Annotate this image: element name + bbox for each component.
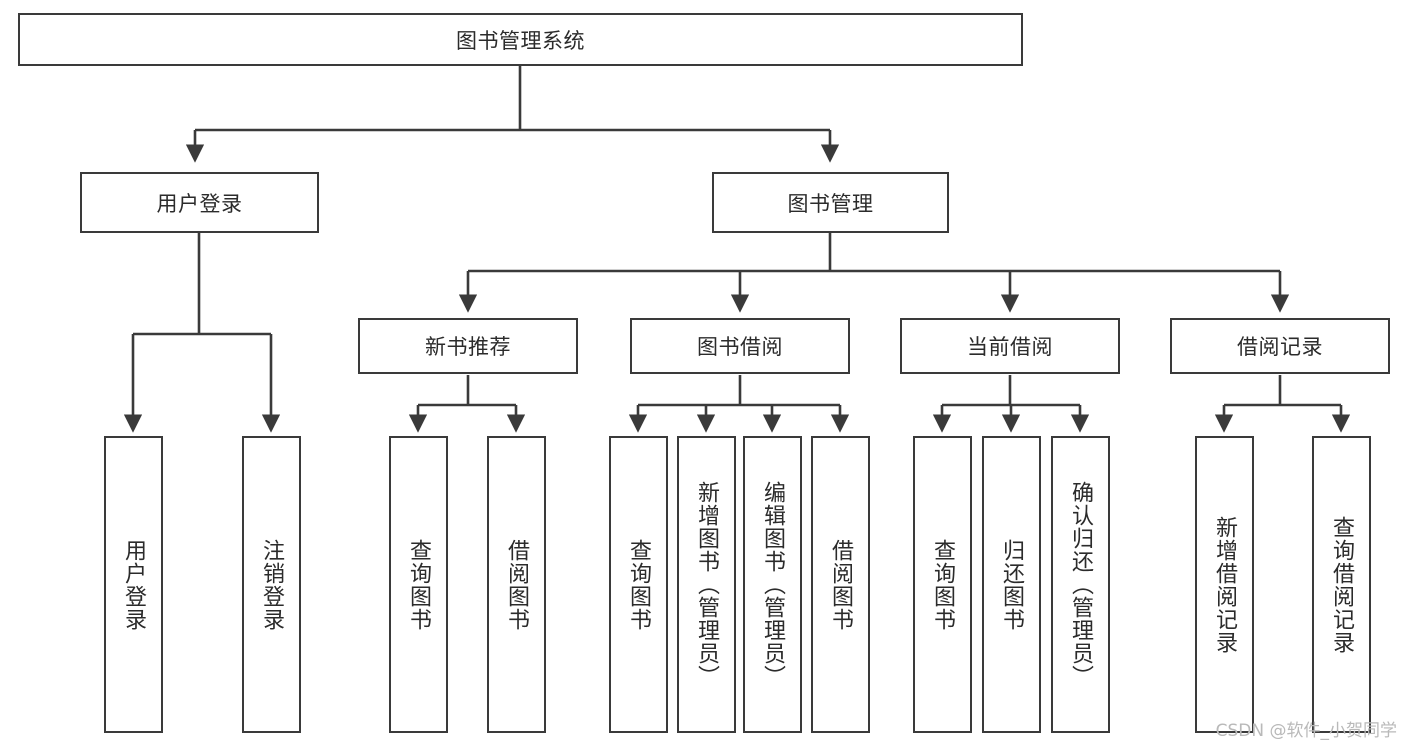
node-root-system[interactable]: 图书管理系统 [18,13,1023,66]
leaf-return-book[interactable]: 归还图书 [982,436,1041,733]
node-label: 新书推荐 [425,335,511,359]
leaf-user-logout[interactable]: 注销登录 [242,436,301,733]
leaf-query-book-borrow[interactable]: 查询图书 [609,436,668,733]
node-label: 借阅图书 [828,538,854,631]
node-label: 图书管理系统 [456,28,585,53]
node-user-login[interactable]: 用户登录 [80,172,319,233]
node-label: 归还图书 [999,538,1025,631]
watermark: CSDN @软件_小贺同学 [1215,721,1397,741]
leaf-edit-book-admin[interactable]: 编辑图书（管理员） [743,436,802,733]
node-book-borrow[interactable]: 图书借阅 [630,318,850,374]
node-label: 新增图书（管理员） [694,481,720,688]
node-label: 新增借阅记录 [1212,515,1238,654]
node-book-management[interactable]: 图书管理 [712,172,949,233]
leaf-user-login[interactable]: 用户登录 [104,436,163,733]
leaf-confirm-return-admin[interactable]: 确认归还（管理员） [1051,436,1110,733]
node-label: 当前借阅 [967,335,1053,359]
leaf-add-book-admin[interactable]: 新增图书（管理员） [677,436,736,733]
node-label: 查询图书 [930,538,956,631]
node-label: 图书管理 [787,191,874,216]
leaf-add-borrow-record[interactable]: 新增借阅记录 [1195,436,1254,733]
node-label: 借阅图书 [504,538,530,631]
node-label: 注销登录 [259,538,285,631]
node-borrow-record[interactable]: 借阅记录 [1170,318,1390,374]
node-label: 查询图书 [406,538,432,631]
node-label: 借阅记录 [1237,335,1323,359]
node-label: 编辑图书（管理员） [760,481,786,688]
node-label: 查询借阅记录 [1329,515,1355,654]
leaf-borrow-book-recommend[interactable]: 借阅图书 [487,436,546,733]
node-label: 查询图书 [626,538,652,631]
node-new-book-recommend[interactable]: 新书推荐 [358,318,578,374]
leaf-query-book-recommend[interactable]: 查询图书 [389,436,448,733]
leaf-borrow-book[interactable]: 借阅图书 [811,436,870,733]
node-label: 确认归还（管理员） [1068,481,1094,688]
leaf-query-book-current[interactable]: 查询图书 [913,436,972,733]
node-label: 用户登录 [156,191,243,216]
node-current-borrow[interactable]: 当前借阅 [900,318,1120,374]
leaf-query-borrow-record[interactable]: 查询借阅记录 [1312,436,1371,733]
node-label: 用户登录 [121,538,147,631]
node-label: 图书借阅 [697,335,783,359]
